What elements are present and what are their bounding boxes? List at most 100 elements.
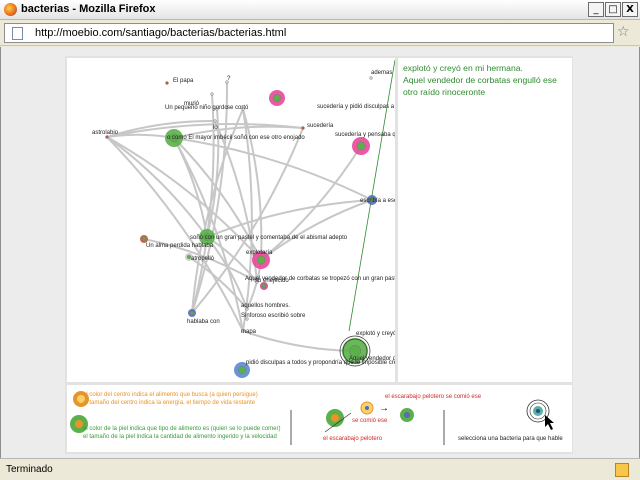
bacteria-node[interactable]: pidió disculpas a todos y propondría que…	[234, 360, 395, 378]
bacteria-label: lo	[213, 125, 218, 131]
bacteria-label: explotó y creyó en mi hermana.	[356, 331, 395, 337]
story-line: otro raído rinoceronte	[403, 87, 486, 97]
bacteria-core	[245, 317, 249, 321]
select-hint: selecciona una bacteria para que hable	[458, 436, 563, 442]
bacteria-node[interactable]: Un pequeño niño gordo	[165, 105, 228, 111]
bacteria-core	[256, 255, 266, 265]
graph-edge	[191, 127, 304, 314]
minimize-button[interactable]: _	[588, 2, 604, 17]
bacteria-label: astrolabio	[92, 130, 119, 136]
legend-green-line-2: el tamaño de la piel indica la cantidad …	[83, 434, 277, 440]
graph-edge	[191, 93, 215, 314]
bacteria-core	[262, 284, 266, 288]
bacteria-node[interactable]: Un alma perdida hablaba	[140, 235, 214, 249]
bacteria-core	[359, 359, 363, 363]
bacteria-node[interactable]: explotaría	[246, 250, 273, 269]
selected-ring	[342, 338, 368, 364]
bacteria-label: aquellos hombres.	[241, 303, 290, 309]
bacteria-core	[210, 92, 214, 96]
graph-edge	[260, 199, 373, 261]
bacteria-node[interactable]: lo	[213, 119, 218, 132]
bacteria-node[interactable]: sucedería y pidió disculpas a todos y at…	[269, 90, 395, 110]
story-line: explotó y creyó en mi hermana.	[403, 63, 523, 73]
bacteria-label: soñó con un gran pastel y comentaba de e…	[190, 235, 348, 241]
bacteria-node[interactable]: aquellos hombres.	[241, 303, 290, 311]
selected-ring	[339, 335, 371, 367]
close-button[interactable]: X	[622, 2, 638, 17]
bacteria-core	[369, 197, 375, 203]
story-text: explotó y creyó en mi hermana. Aquel ven…	[403, 62, 571, 98]
bacteria-label: murió	[184, 101, 200, 107]
bacteria-core	[301, 126, 305, 130]
navigation-bar: http://moebio.com/santiago/bacterias/bac…	[0, 20, 640, 46]
legend-green-line-1: el color de la piel indica que tipo de a…	[83, 426, 280, 432]
window-title: bacterias - Mozilla Firefox	[21, 3, 156, 15]
graph-edge	[206, 199, 373, 238]
url-field[interactable]: http://moebio.com/santiago/bacterias/bac…	[4, 23, 614, 43]
bookmark-star-icon[interactable]: ☆	[617, 24, 630, 40]
bacteria-core	[369, 76, 373, 80]
selection-bacteria-core	[536, 409, 540, 413]
bacteria-node[interactable]: ?	[225, 76, 232, 84]
bacteria-core	[348, 344, 361, 357]
story-panel: explotó y creyó en mi hermana. Aquel ven…	[398, 58, 572, 382]
bacteria-label: sucedería y pidió disculpas a todos y at…	[317, 104, 395, 110]
bacteria-label: Aquel vendedor de corbatas engulló ese o…	[349, 356, 395, 362]
graph-edge	[242, 108, 263, 261]
bacteria-label: mapa	[241, 329, 257, 335]
graph-edge	[242, 108, 253, 332]
graph-edge	[206, 108, 220, 238]
bacteria-label: Sinforoso escribió sobre	[241, 313, 306, 319]
bacteria-node[interactable]: El papa	[165, 78, 195, 85]
demo-predator-core	[404, 412, 410, 418]
bacteria-node[interactable]: ademas	[369, 70, 393, 80]
bacteria-node[interactable]: su enejecido	[255, 278, 289, 290]
legend-panel: el color del centro indica el alimento q…	[67, 385, 572, 452]
legend-orange-line-1: el color del centro indica el alimento q…	[83, 392, 258, 398]
bacteria-node[interactable]: astrolabio	[92, 130, 119, 139]
page-icon	[12, 27, 23, 40]
bacteria-node[interactable]: mapa	[241, 329, 257, 335]
bacteria-node[interactable]: Sinforoso escribió sobre	[241, 313, 306, 321]
bacteria-node[interactable]: se cortó	[227, 105, 249, 111]
bacteria-label: ademas	[371, 70, 392, 76]
arrow-glyph: →	[379, 403, 389, 414]
bacteria-core	[356, 141, 366, 151]
bacteria-node[interactable]: o como El mayor imbécil soñó con ese otr…	[165, 129, 305, 147]
bacteria-node[interactable]: escribía a ese	[360, 195, 395, 205]
graph-edge	[191, 81, 229, 314]
maximize-button[interactable]: □	[605, 2, 621, 17]
graph-edge	[143, 238, 258, 283]
bacteria-core	[187, 255, 191, 259]
bacteria-node[interactable]: murió	[184, 92, 214, 108]
selection-ring-icon	[526, 399, 550, 423]
bacteria-node[interactable]: sucedería y pensaba que lo imposible esc…	[335, 132, 395, 155]
story-line: Aquel vendedor de corbatas engulló ese	[403, 75, 557, 85]
graph-edge	[106, 136, 244, 332]
bacteria-node[interactable]: hablaba con	[187, 309, 220, 325]
bacteria-node[interactable]: soñó con un gran pastel y comentaba de e…	[190, 229, 348, 245]
demo-pelotero-core	[331, 414, 339, 422]
title-bar: bacterias - Mozilla Firefox _ □ X	[0, 0, 640, 20]
bacteria-core	[255, 280, 259, 284]
bacteria-core	[142, 237, 146, 241]
url-text: http://moebio.com/santiago/bacterias/bac…	[35, 27, 287, 39]
graph-edge	[206, 236, 248, 310]
bacteria-node[interactable]: atropelló	[185, 253, 215, 262]
bacteria-node[interactable]: Aquel vendedor de corbatas se tropezó co…	[245, 276, 395, 284]
demo-link	[324, 412, 352, 433]
se-comio-label: se comió ese	[352, 418, 388, 424]
bacteria-label: El papa	[173, 78, 194, 84]
bacteria-node[interactable]: sucedería	[301, 123, 335, 130]
bacteria-core	[190, 311, 194, 315]
bacteria-core	[213, 119, 217, 123]
graph-edge	[242, 330, 356, 352]
status-text: Terminado	[6, 464, 53, 475]
bacteria-node[interactable]: Aquel vendedor de corbatas engulló ese o…	[349, 356, 395, 363]
bacteria-node[interactable]: explotó y creyó en mi hermana.	[339, 331, 395, 367]
graph-edge	[106, 136, 208, 238]
